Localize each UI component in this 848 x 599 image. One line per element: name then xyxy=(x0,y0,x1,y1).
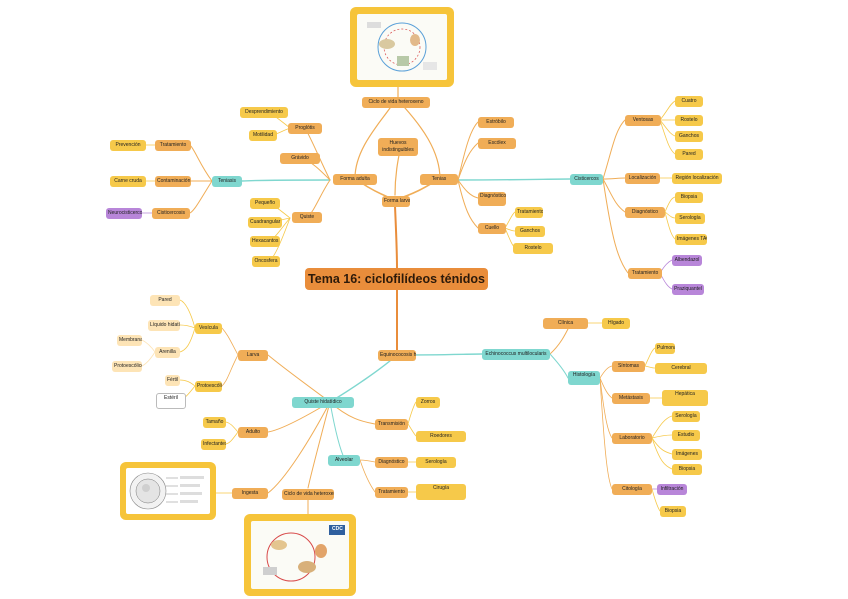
node-transmision[interactable]: Transmisión xyxy=(375,419,408,430)
node-laboratorio[interactable]: Laboratorio xyxy=(612,433,652,444)
node-lab-2[interactable]: Estudio xyxy=(672,430,700,441)
node-ganchos-top[interactable]: Ganchos xyxy=(515,226,545,237)
node-motilidad[interactable]: Motilidad xyxy=(249,130,277,141)
node-sintomas-1[interactable]: Pulmonar xyxy=(655,343,675,354)
node-fertil[interactable]: Fértil xyxy=(165,375,180,386)
node-rostelo-top[interactable]: Rostelo xyxy=(513,243,553,254)
node-biopsia[interactable]: Biopsia xyxy=(675,192,703,203)
node-region-localizacion[interactable]: Región localización xyxy=(672,173,722,184)
node-rostelo[interactable]: Rostelo xyxy=(675,115,703,126)
node-cisticercosis[interactable]: Cisticercosis xyxy=(152,208,190,219)
cdc-logo-label: CDC xyxy=(332,526,343,532)
node-diagnostico-r[interactable]: Diagnóstico xyxy=(478,192,506,206)
node-ciclo-bottom[interactable]: Ciclo de vida heteroxeno xyxy=(282,489,334,500)
node-protoescolices-sub[interactable]: Protoescólices xyxy=(112,361,142,372)
node-proglotis[interactable]: Proglótis xyxy=(288,123,322,134)
node-imagenes-tac[interactable]: Imágenes TAC xyxy=(675,234,707,245)
node-cit-3[interactable]: Biopsia xyxy=(660,506,686,517)
node-zorros[interactable]: Zorros xyxy=(416,397,440,408)
node-tenias[interactable]: Tenias xyxy=(420,174,458,185)
node-diagnostico-cist[interactable]: Diagnóstico xyxy=(625,207,665,218)
node-citologia[interactable]: Citología xyxy=(612,484,652,495)
node-tratamiento-b[interactable]: Tratamiento xyxy=(375,487,408,498)
node-gravido[interactable]: Grávido xyxy=(280,153,320,164)
node-tratamiento-cist[interactable]: Tratamiento xyxy=(628,268,662,279)
node-contaminacion[interactable]: Contaminación xyxy=(155,176,191,187)
node-desprendimiento[interactable]: Desprendimiento xyxy=(240,107,288,118)
node-ciclo-top[interactable]: Ciclo de vida heteroxeno xyxy=(362,97,430,108)
node-hexacantos[interactable]: Hexacantos xyxy=(250,236,280,247)
node-histologia[interactable]: Histología xyxy=(568,371,600,385)
node-praziquantel[interactable]: Praziquantel xyxy=(672,284,704,295)
node-lab-3[interactable]: Imágenes xyxy=(672,449,702,460)
node-ext-tratamiento[interactable]: Tratamiento xyxy=(515,207,543,218)
node-lab-1[interactable]: Serología xyxy=(672,411,700,422)
node-estrobilo[interactable]: Estróbilo xyxy=(478,117,514,128)
node-ventosas[interactable]: Ventosas xyxy=(625,115,661,126)
node-larva[interactable]: Larva xyxy=(238,350,268,361)
node-ingesta[interactable]: Ingesta xyxy=(232,488,268,499)
node-infectantes[interactable]: Infectantes xyxy=(201,439,226,450)
node-tamano[interactable]: Tamaño xyxy=(203,417,226,428)
node-pared-top[interactable]: Pared xyxy=(675,149,703,160)
node-albendazol[interactable]: Albendazol xyxy=(672,255,702,266)
node-tratamiento-t[interactable]: Tratamiento xyxy=(155,140,191,151)
node-localizacion[interactable]: Localización xyxy=(625,173,660,184)
central-topic[interactable]: Tema 16: ciclofilídeos ténidos xyxy=(305,268,488,290)
node-lab-4[interactable]: Biopsia xyxy=(672,464,702,475)
life-cycle-image-bottom[interactable]: CDC xyxy=(244,514,356,596)
node-adulto[interactable]: Adulto xyxy=(238,427,268,438)
node-pequeno[interactable]: Pequeño xyxy=(250,198,280,209)
node-cuatro[interactable]: Cuatro xyxy=(675,96,703,107)
node-roedores[interactable]: Roedores xyxy=(416,431,466,442)
node-cuadrangular[interactable]: Cuadrangular xyxy=(248,217,282,228)
node-arenilla[interactable]: Arenilla xyxy=(155,347,180,358)
node-infiltracion[interactable]: Infiltración xyxy=(657,484,687,495)
node-forma-adulta[interactable]: Forma adulta xyxy=(333,174,377,185)
node-escolex[interactable]: Escólex xyxy=(478,138,516,149)
node-serologia-b[interactable]: Serología xyxy=(416,457,456,468)
node-esteril[interactable]: Estéril xyxy=(156,393,186,409)
node-metastasis-1[interactable]: Hepática xyxy=(662,390,708,406)
life-cycle-image-top[interactable] xyxy=(350,7,454,87)
node-sintomas-2[interactable]: Cerebral xyxy=(655,363,707,374)
node-diagnostico-b[interactable]: Diagnóstico xyxy=(375,457,408,468)
node-membrana[interactable]: Membrana xyxy=(117,335,142,346)
node-equinococosis[interactable]: Equinococosis hidatídica xyxy=(378,350,416,361)
node-echinococcus-multilocularis[interactable]: Echinococcus multilocularis xyxy=(482,349,550,360)
node-carne-cruda[interactable]: Carne cruda xyxy=(110,176,146,187)
node-ganchos[interactable]: Ganchos xyxy=(675,131,703,142)
node-oncosfera[interactable]: Oncosfera xyxy=(252,256,280,267)
node-neurocisticercosis[interactable]: Neurocisticercosis xyxy=(106,208,142,219)
life-cycle-diagram-top xyxy=(357,14,447,80)
node-cirugia[interactable]: Cirugía xyxy=(416,484,466,500)
node-cisticercos[interactable]: Cisticercos xyxy=(570,174,603,185)
node-metastasis[interactable]: Metástasis xyxy=(612,393,650,404)
node-quiste-hidatidico[interactable]: Quiste hidatídico xyxy=(292,397,354,408)
hydatid-cyst-image[interactable] xyxy=(120,462,216,520)
node-huevos[interactable]: Huevos indistinguibles xyxy=(378,138,418,156)
node-clinica[interactable]: Clínica xyxy=(543,318,588,329)
hydatid-cyst-diagram xyxy=(126,468,210,514)
node-prevencion[interactable]: Prevención xyxy=(110,140,146,151)
node-higado[interactable]: Hígado xyxy=(602,318,630,329)
node-alveolar[interactable]: Alveolar xyxy=(328,455,360,466)
life-cycle-diagram-bottom: CDC xyxy=(251,521,349,589)
node-vesicula[interactable]: Vesícula xyxy=(195,323,222,334)
node-pared[interactable]: Pared xyxy=(150,295,180,306)
node-sintomas[interactable]: Síntomas xyxy=(612,361,645,372)
node-liquido[interactable]: Líquido hidatídico xyxy=(148,320,180,331)
node-serologia[interactable]: Serología xyxy=(675,213,705,224)
node-protoescolices[interactable]: Protoescólices xyxy=(195,381,222,392)
node-forma-larvaria[interactable]: Forma larvaria xyxy=(382,196,410,207)
node-quiste[interactable]: Quiste xyxy=(292,212,322,223)
node-cuello[interactable]: Cuello xyxy=(478,223,506,234)
node-teniasis[interactable]: Teniasis xyxy=(212,176,242,187)
